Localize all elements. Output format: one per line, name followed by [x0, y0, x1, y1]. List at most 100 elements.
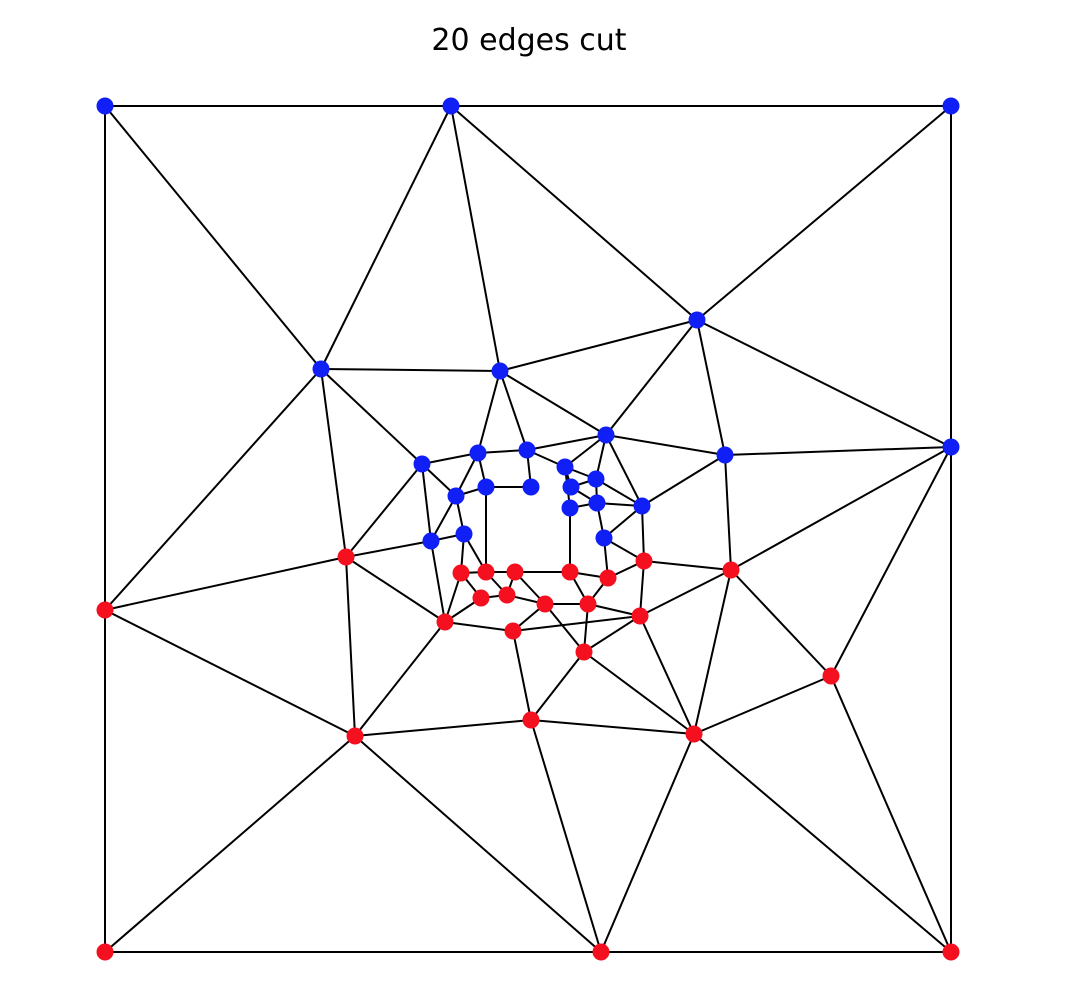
graph-node-blue — [597, 426, 615, 444]
graph-edge — [526, 434, 607, 451]
graph-node-red — [346, 727, 364, 745]
graph-node-red — [536, 595, 554, 613]
graph-node-blue — [96, 97, 114, 115]
graph-edge — [641, 505, 645, 562]
graph-edge — [320, 105, 452, 370]
graph-node-blue — [716, 446, 734, 464]
graph-edge — [605, 319, 698, 436]
graph-edge — [724, 446, 952, 456]
graph-node-red — [337, 548, 355, 566]
graph-node-red — [506, 563, 524, 581]
graph-edge — [320, 368, 501, 372]
graph-node-red — [579, 595, 597, 613]
graph-node-red — [942, 943, 960, 961]
graph-edge — [512, 630, 532, 721]
graph-edge — [530, 719, 602, 953]
graph-node-blue — [413, 455, 431, 473]
graph-edge — [320, 368, 423, 465]
graph-edge — [104, 105, 322, 370]
graph-edge — [530, 719, 695, 735]
graph-node-blue — [469, 444, 487, 462]
graph-edge — [605, 434, 726, 456]
node-layer — [96, 97, 960, 961]
graph-node-red — [477, 563, 495, 581]
graph-edge — [693, 675, 832, 735]
graph-node-red — [822, 667, 840, 685]
graph-edge — [345, 463, 423, 558]
graph-node-blue — [477, 478, 495, 496]
graph-edge — [587, 603, 641, 617]
graph-node-blue — [562, 478, 580, 496]
graph-edge — [730, 569, 832, 677]
graph-node-red — [522, 711, 540, 729]
graph-edge — [696, 105, 952, 321]
graph-edge — [530, 651, 585, 721]
graph-node-blue — [422, 532, 440, 550]
graph-edge — [643, 560, 732, 571]
graph-edge — [583, 615, 641, 653]
graph-edge — [600, 733, 695, 953]
graph-edge — [104, 609, 356, 737]
graph-edge — [605, 434, 643, 507]
graph-edge — [104, 556, 347, 611]
graph-edge — [595, 478, 643, 507]
graph-node-blue — [455, 525, 473, 543]
graph-node-red — [722, 561, 740, 579]
graph-edge — [730, 446, 952, 571]
graph-node-red — [436, 613, 454, 631]
graph-node-red — [685, 725, 703, 743]
graph-edge — [639, 615, 695, 735]
graph-edge — [639, 560, 645, 617]
graph-edge — [104, 368, 322, 611]
graph-edge — [830, 675, 952, 953]
graph-edge — [444, 572, 462, 623]
graph-edge — [430, 540, 446, 623]
graph-edge — [345, 556, 356, 737]
graph-edge — [564, 434, 607, 468]
graph-edge — [450, 105, 501, 372]
graph-node-blue — [442, 97, 460, 115]
graph-edge — [477, 370, 501, 454]
graph-node-blue — [688, 311, 706, 329]
graph-edge — [354, 735, 602, 953]
graph-node-blue — [312, 360, 330, 378]
graph-node-blue — [522, 478, 540, 496]
graph-node-blue — [518, 441, 536, 459]
graph-node-red — [498, 586, 516, 604]
graph-node-red — [472, 589, 490, 607]
graph-node-red — [561, 563, 579, 581]
graph-node-red — [599, 569, 617, 587]
graph-edge — [641, 454, 726, 507]
graph-node-blue — [491, 362, 509, 380]
graph-node-red — [452, 564, 470, 582]
graph-edge — [430, 495, 457, 542]
graph-edge — [583, 651, 695, 735]
graph-node-red — [575, 643, 593, 661]
graph-edge — [421, 452, 479, 465]
graph-node-blue — [447, 487, 465, 505]
graph-edge — [421, 463, 432, 542]
graph-edge — [499, 370, 607, 436]
graph-edge — [693, 733, 952, 953]
graph-edge — [320, 368, 347, 558]
graph-node-blue — [588, 494, 606, 512]
graph-edge — [444, 621, 514, 632]
graph-edge — [512, 615, 641, 632]
graph-node-blue — [556, 458, 574, 476]
graph-node-blue — [942, 97, 960, 115]
graph-edge — [450, 105, 698, 321]
graph-node-red — [592, 943, 610, 961]
graph-edge — [499, 370, 528, 451]
graph-node-blue — [587, 470, 605, 488]
graph-node-blue — [942, 438, 960, 456]
graph-node-blue — [633, 497, 651, 515]
graph-edge — [354, 621, 446, 737]
graph-node-blue — [561, 499, 579, 517]
graph-node-red — [631, 607, 649, 625]
graph-edge — [544, 603, 585, 653]
graph-node-red — [504, 622, 522, 640]
graph-edge — [724, 454, 732, 571]
graph-edge — [345, 556, 446, 623]
